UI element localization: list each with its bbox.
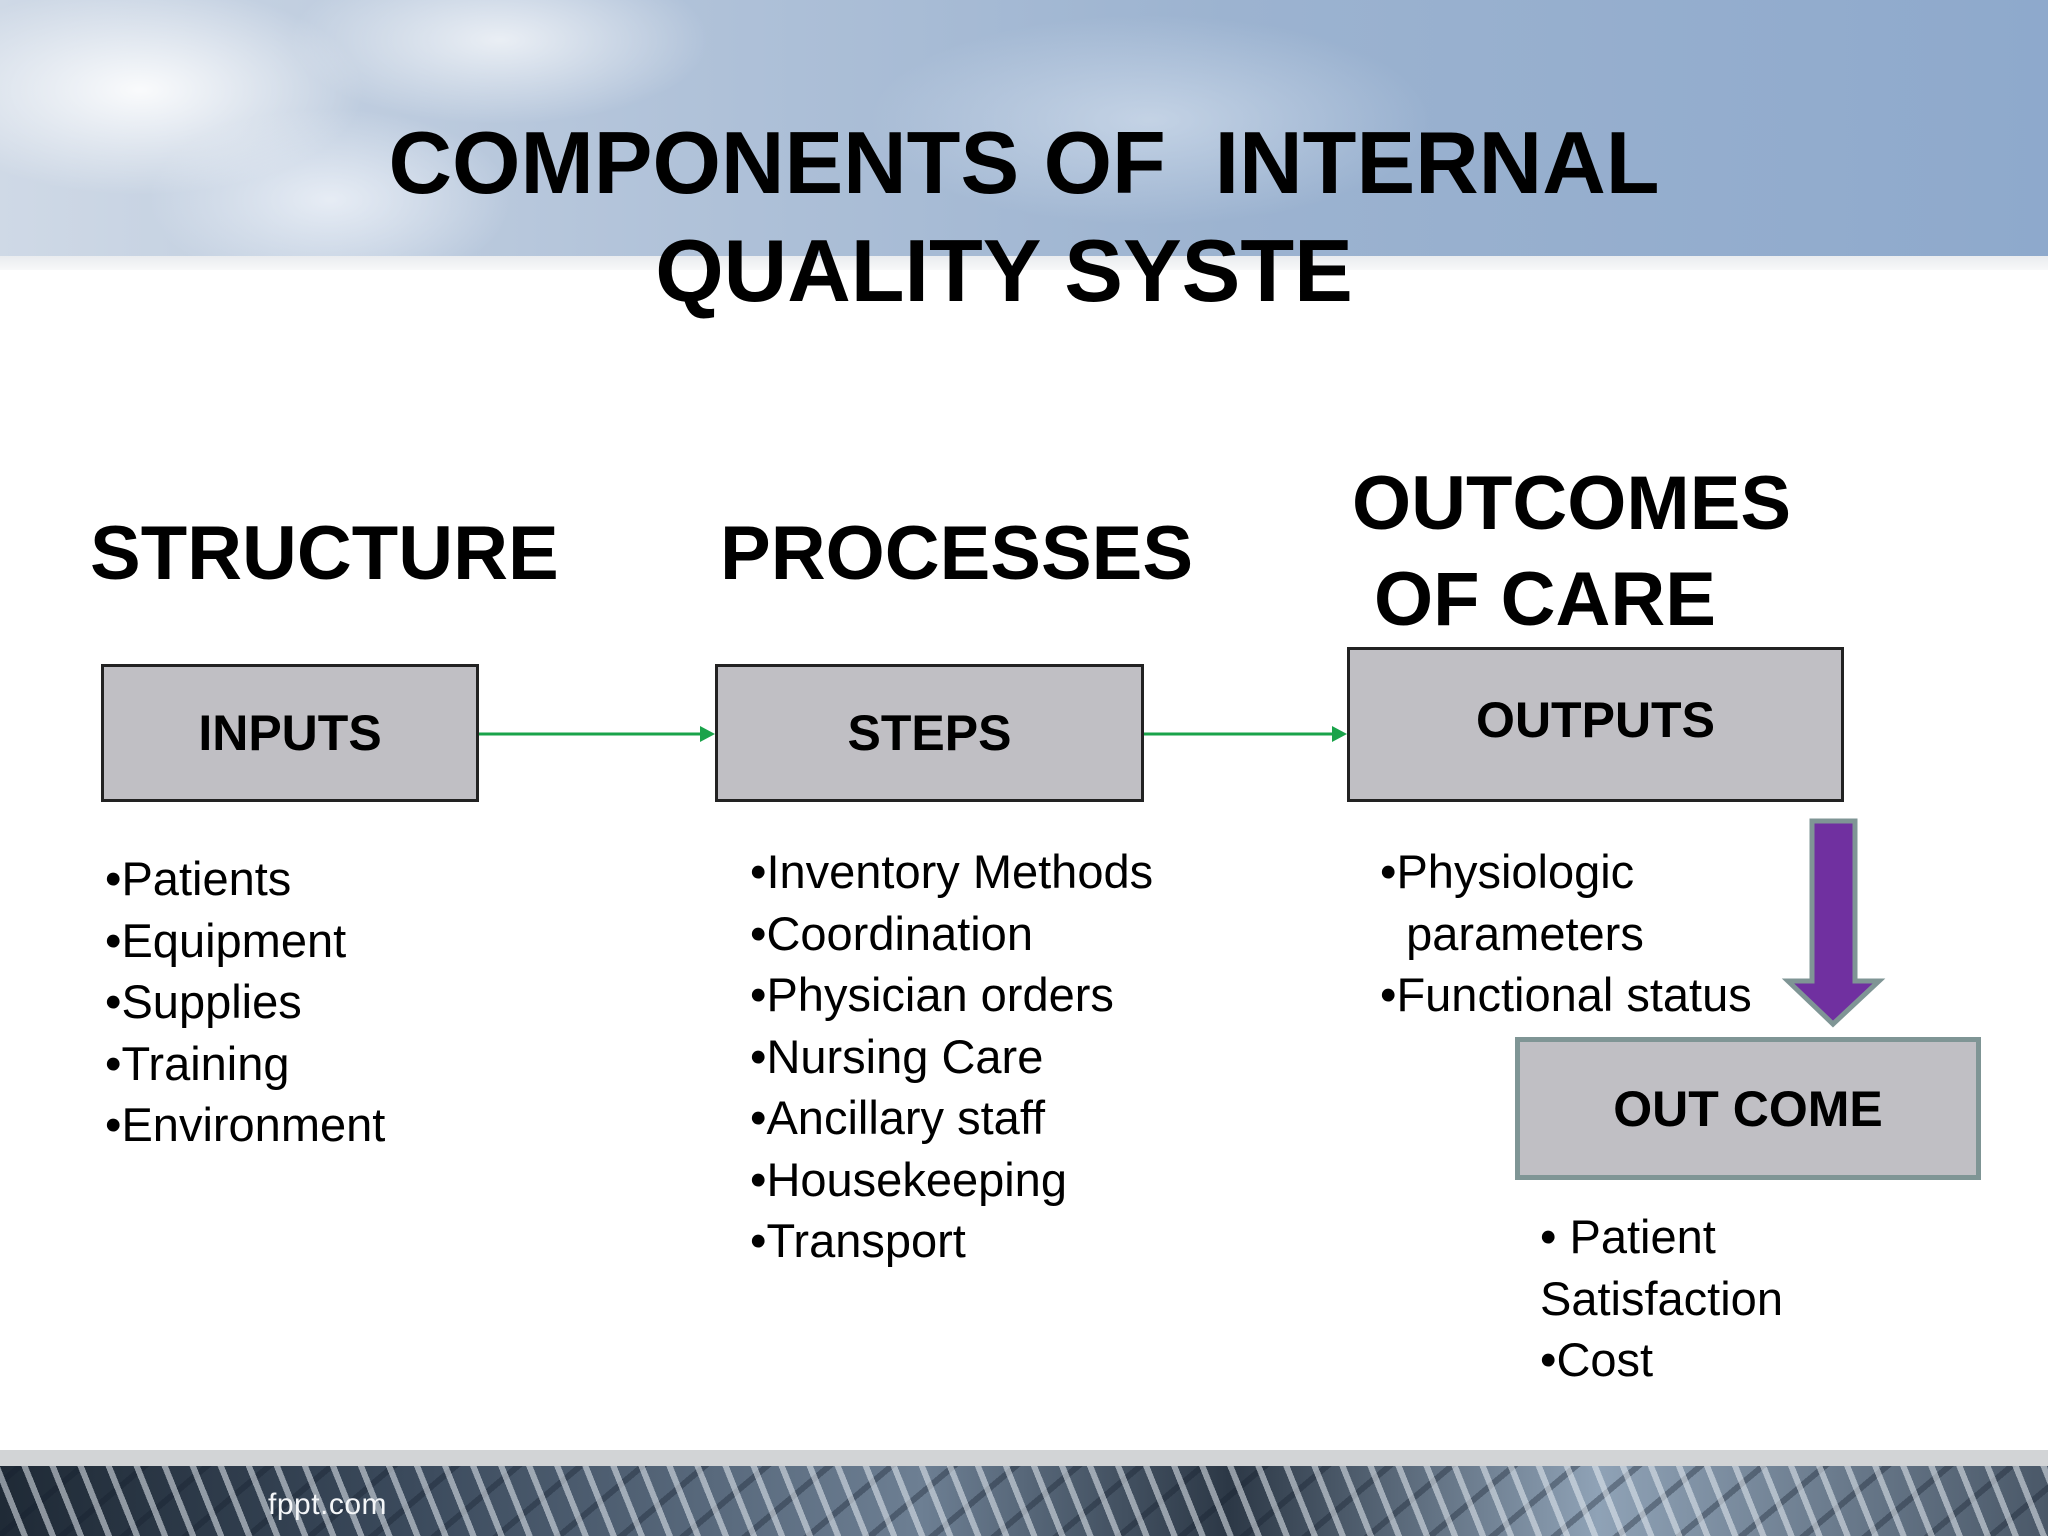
- list-item: •Equipment: [105, 913, 347, 967]
- arrow-steps-to-outputs: [1144, 726, 1347, 742]
- arrow-inputs-to-steps: [479, 726, 715, 742]
- heading-outcomes-line-1: OUTCOMES: [1352, 461, 1792, 546]
- down-arrow-icon: [1781, 818, 1886, 1028]
- inputs-box: INPUTS: [101, 664, 479, 802]
- list-item: •Supplies: [105, 975, 302, 1028]
- heading-processes: PROCESSES: [720, 511, 1194, 596]
- list-item: •Ancillary staff: [750, 1091, 1046, 1144]
- list-item: •Coordination: [750, 906, 1033, 960]
- outputs-box-label: OUTPUTS: [1476, 691, 1715, 748]
- steps-box-label: STEPS: [847, 705, 1012, 761]
- slide-title-line-2: QUALITY SYSTE: [655, 221, 1353, 320]
- steps-box: STEPS: [715, 664, 1144, 802]
- list-item: •Physiologic: [1380, 845, 1635, 898]
- list-item: •Physician orders: [750, 968, 1114, 1021]
- inputs-box-label: INPUTS: [198, 705, 382, 761]
- footer-buildings-band: [0, 1466, 2048, 1536]
- footer-site-label: fppt.com: [268, 1488, 388, 1521]
- outcome-box: OUT COME: [1515, 1037, 1981, 1180]
- list-item: parameters: [1380, 906, 1644, 960]
- list-item: •Transport: [750, 1214, 966, 1267]
- list-item: •Nursing Care: [750, 1029, 1044, 1083]
- heading-structure: STRUCTURE: [90, 511, 559, 596]
- header-divider: [0, 256, 2048, 270]
- list-item: •Housekeeping: [750, 1152, 1067, 1206]
- list-item: •Functional status: [1380, 968, 1752, 1021]
- list-item: •Inventory Methods: [750, 845, 1154, 898]
- list-item: •Training: [105, 1036, 290, 1090]
- list-item: •Environment: [105, 1098, 386, 1151]
- list-item: •Cost: [1540, 1333, 1654, 1386]
- heading-outcomes-line-2: OF CARE: [1374, 557, 1716, 642]
- list-item: •Patients: [105, 852, 292, 905]
- inputs-list: •Patients •Equipment •Supplies •Training…: [105, 848, 385, 1156]
- outputs-box: OUTPUTS: [1347, 647, 1844, 802]
- outcome-box-label: OUT COME: [1613, 1080, 1883, 1137]
- header-sky-band: [0, 0, 2048, 258]
- list-item: • Patient: [1540, 1210, 1716, 1263]
- outputs-list: •Physiologic parameters •Functional stat…: [1380, 841, 1752, 1026]
- steps-list: •Inventory Methods •Coordination •Physic…: [750, 841, 1153, 1272]
- slide-title-line-1: COMPONENTS OF INTERNAL: [388, 113, 1660, 212]
- list-item: Satisfaction: [1540, 1271, 1783, 1325]
- outcome-list: • Patient Satisfaction •Cost: [1540, 1206, 1783, 1391]
- footer-divider: [0, 1450, 2048, 1468]
